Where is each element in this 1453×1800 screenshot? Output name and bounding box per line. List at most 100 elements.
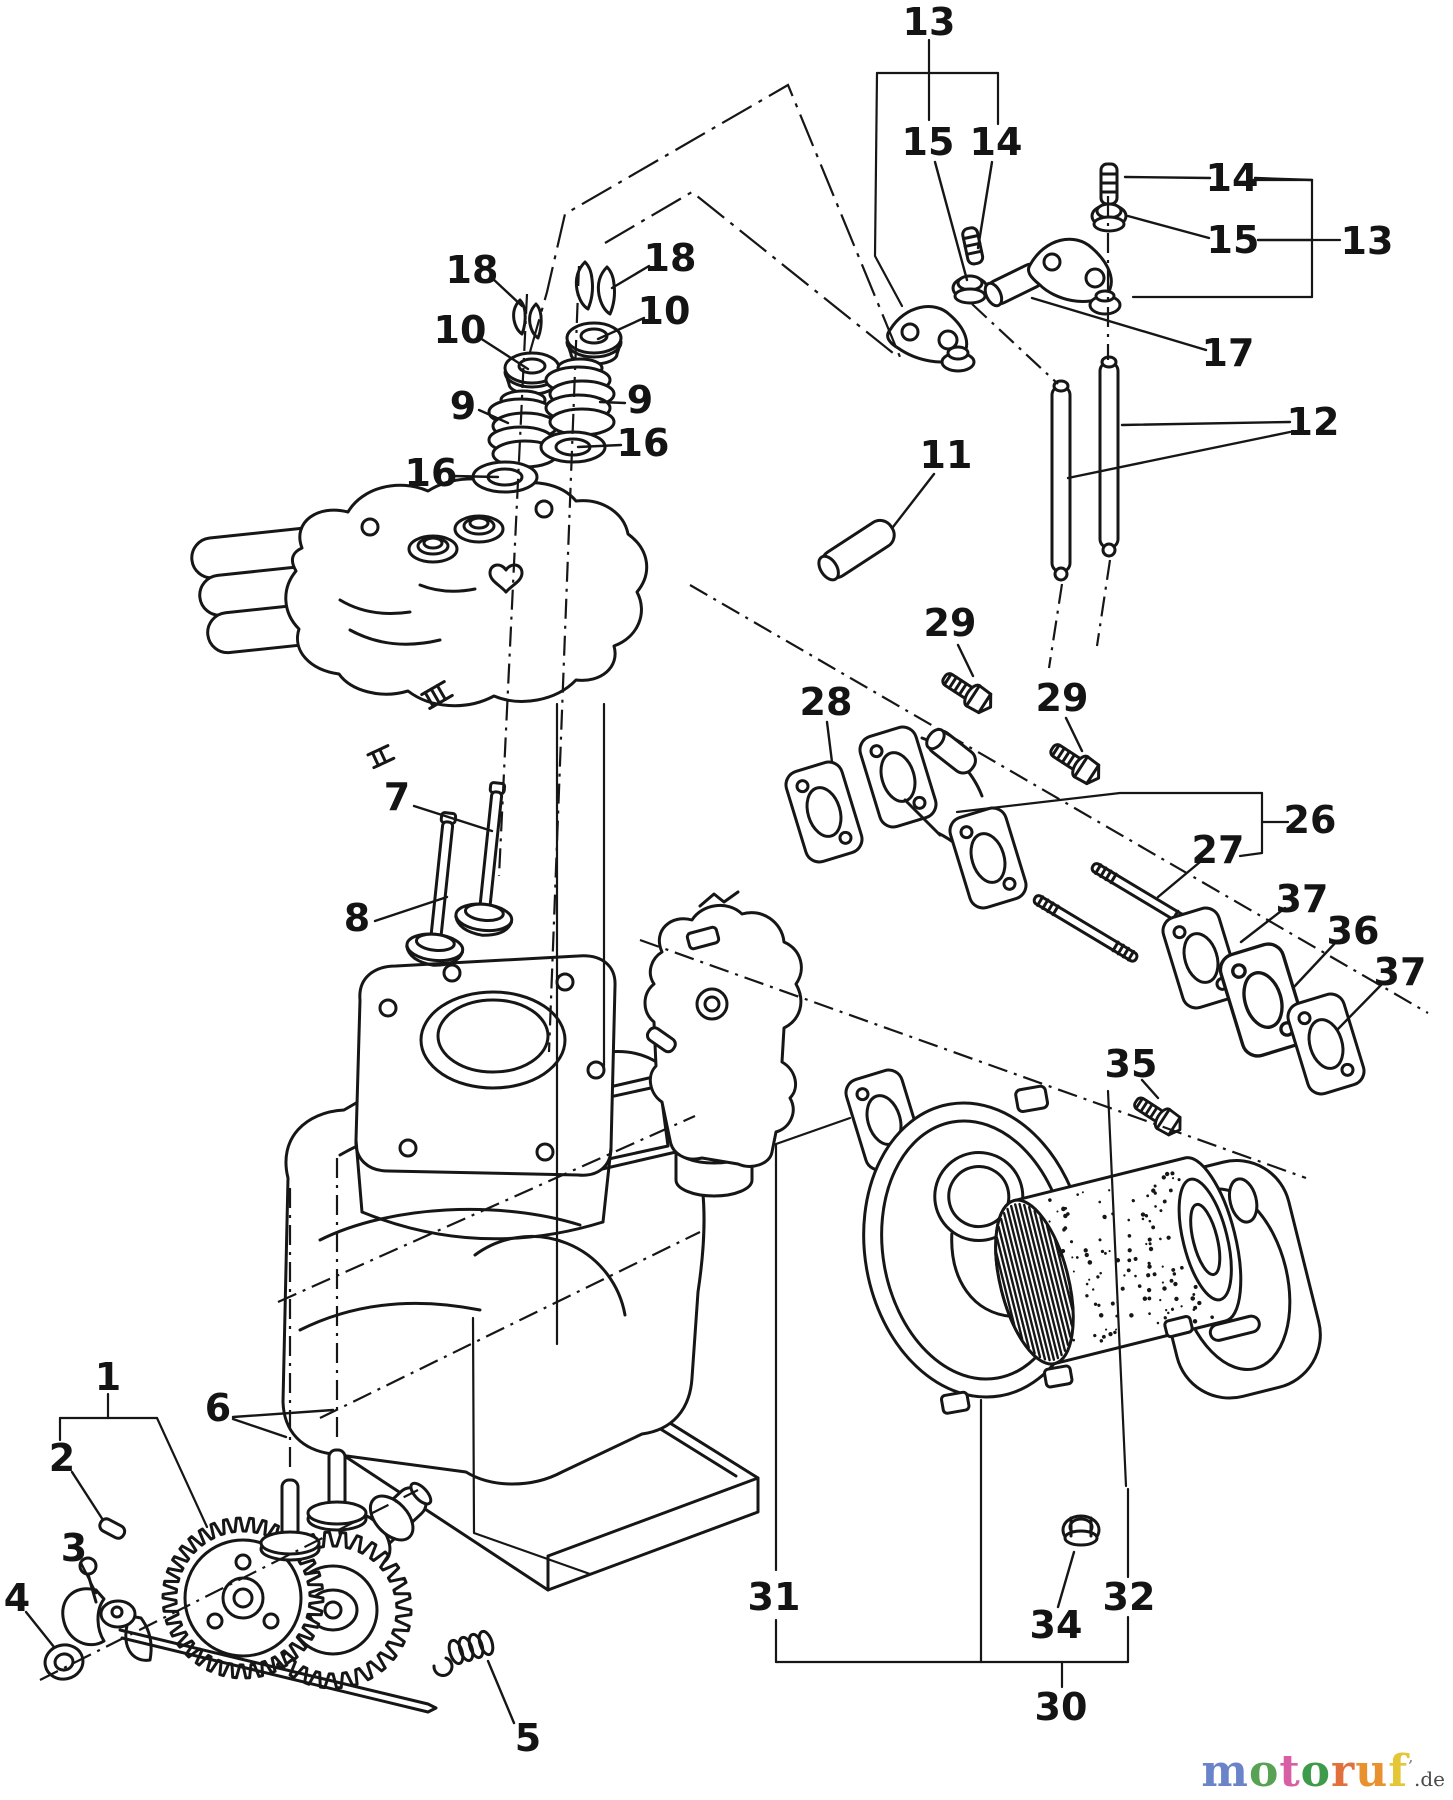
part-label-26-22: 26 <box>1284 798 1337 842</box>
watermark-letter: o <box>1300 1746 1331 1797</box>
annotation-line-11 <box>1238 851 1264 858</box>
leader-line-14-3 <box>1123 175 1212 180</box>
watermark-letter: u <box>1355 1746 1389 1797</box>
part-label-2-29: 2 <box>49 1436 75 1480</box>
leader-line-4-32 <box>24 1610 56 1649</box>
valve-spring-left <box>487 389 559 469</box>
part-label-36-25: 36 <box>1327 909 1380 953</box>
annotation-line-36 <box>1047 583 1064 669</box>
manifold-bolt <box>936 665 999 719</box>
annotation-line-41 <box>971 303 1059 385</box>
valve-keepers-right <box>574 260 616 316</box>
part-label-37-24: 37 <box>1276 877 1329 921</box>
push-rods <box>1050 355 1120 582</box>
leader-line-7-17 <box>412 804 494 833</box>
part-label-16-16: 16 <box>405 451 458 495</box>
part-label-18-9: 18 <box>446 248 499 292</box>
part-label-5-33: 5 <box>515 1716 541 1760</box>
watermark-tm-mark: ’ <box>1408 1758 1414 1775</box>
governor-spring-clip <box>432 1629 495 1677</box>
tappet <box>259 1478 321 1562</box>
part-label-29-21: 29 <box>1036 676 1089 720</box>
push-rod-tube <box>817 518 896 582</box>
part-label-12-7: 12 <box>1287 400 1340 444</box>
dowel-pin <box>98 1517 127 1540</box>
annotation-line-16 <box>774 1116 852 1572</box>
leader-line-9-14 <box>598 400 627 405</box>
leader-line-29-21 <box>1064 716 1084 753</box>
valve-intake <box>405 811 465 967</box>
annotation-line-23 <box>1106 1089 1128 1488</box>
camshaft-assembly <box>43 1448 495 1714</box>
annotation-line-24 <box>471 1316 592 1576</box>
part-label-17-6: 17 <box>1202 331 1255 375</box>
watermark-letter: o <box>1248 1746 1280 1797</box>
leader-line-2-29 <box>70 1470 105 1522</box>
flange-nut-left <box>951 274 989 305</box>
leader-line-28-20 <box>825 720 834 764</box>
air-filter-element <box>994 1156 1243 1366</box>
spring-seat-left <box>471 460 539 494</box>
spring-seat-right <box>539 430 607 464</box>
part-label-6-30: 6 <box>205 1386 231 1430</box>
annotation-line-10 <box>955 791 1264 814</box>
annotation-line-35 <box>1095 559 1112 647</box>
tappet <box>306 1448 368 1532</box>
part-label-30-37: 30 <box>1035 1685 1088 1729</box>
leader-line-37-24 <box>1239 906 1287 944</box>
leader-line-16-16 <box>450 474 500 479</box>
leader-line-14-2 <box>976 160 994 250</box>
part-label-15-4: 15 <box>1207 218 1260 262</box>
part-label-28-20: 28 <box>800 680 853 724</box>
part-label-15-1: 15 <box>902 120 955 164</box>
leader-line-5-33 <box>486 1659 516 1725</box>
exhaust-gasket <box>1283 989 1369 1099</box>
leader-line-18-9 <box>490 276 524 308</box>
part-label-37-26: 37 <box>1374 950 1427 994</box>
leader-line-15-1 <box>933 160 969 282</box>
leader-line-27-23 <box>1156 860 1202 899</box>
manifold-flange-b <box>945 803 1031 913</box>
part-label-18-10: 18 <box>644 236 697 280</box>
part-label-9-14: 9 <box>627 378 653 422</box>
part-label-4-32: 4 <box>4 1576 30 1620</box>
manifold-gasket <box>781 757 867 867</box>
part-label-10-12: 10 <box>434 308 487 352</box>
part-label-14-2: 14 <box>970 120 1023 164</box>
leader-line-10-11 <box>596 316 646 341</box>
annotation-line-30 <box>639 938 1307 1180</box>
stud <box>1032 894 1139 963</box>
leader-line-35-27 <box>1140 1078 1160 1100</box>
part-label-16-15: 16 <box>617 421 670 465</box>
annotation-line-39 <box>319 1231 701 1419</box>
watermark-letter: f <box>1388 1746 1409 1797</box>
watermark-suffix: .de <box>1414 1767 1445 1791</box>
leader-line-34-35 <box>1056 1550 1076 1609</box>
leader-line-6-30 <box>231 1417 288 1439</box>
valve-spring-parts <box>471 260 623 494</box>
intake-manifold-group <box>781 665 1369 1099</box>
air-cleaner-nut <box>1061 1514 1101 1547</box>
watermark-letter: r <box>1331 1746 1356 1797</box>
part-label-31-34: 31 <box>748 1575 801 1619</box>
manifold-bolt <box>1044 736 1107 790</box>
leader-line-8-18 <box>373 895 449 923</box>
annotation-line-3 <box>873 71 904 308</box>
part-label-11-8: 11 <box>920 433 973 477</box>
part-label-10-11: 10 <box>638 289 691 333</box>
annotation-line-38 <box>277 1114 696 1304</box>
part-label-13-5: 13 <box>1341 219 1394 263</box>
part-label-3-31: 3 <box>61 1526 87 1570</box>
part-label-9-13: 9 <box>450 384 476 428</box>
leader-line-12-7 <box>1066 430 1292 480</box>
leader-line-11-8 <box>891 472 936 529</box>
part-label-34-35: 34 <box>1030 1603 1083 1647</box>
annotation-line-28 <box>604 190 894 354</box>
cylinder-head <box>190 477 649 770</box>
part-label-7-17: 7 <box>384 775 410 819</box>
annotation-line-15 <box>155 1416 209 1529</box>
annotation-line-29 <box>689 584 1429 1014</box>
leader-line-37-26 <box>1335 980 1386 1032</box>
